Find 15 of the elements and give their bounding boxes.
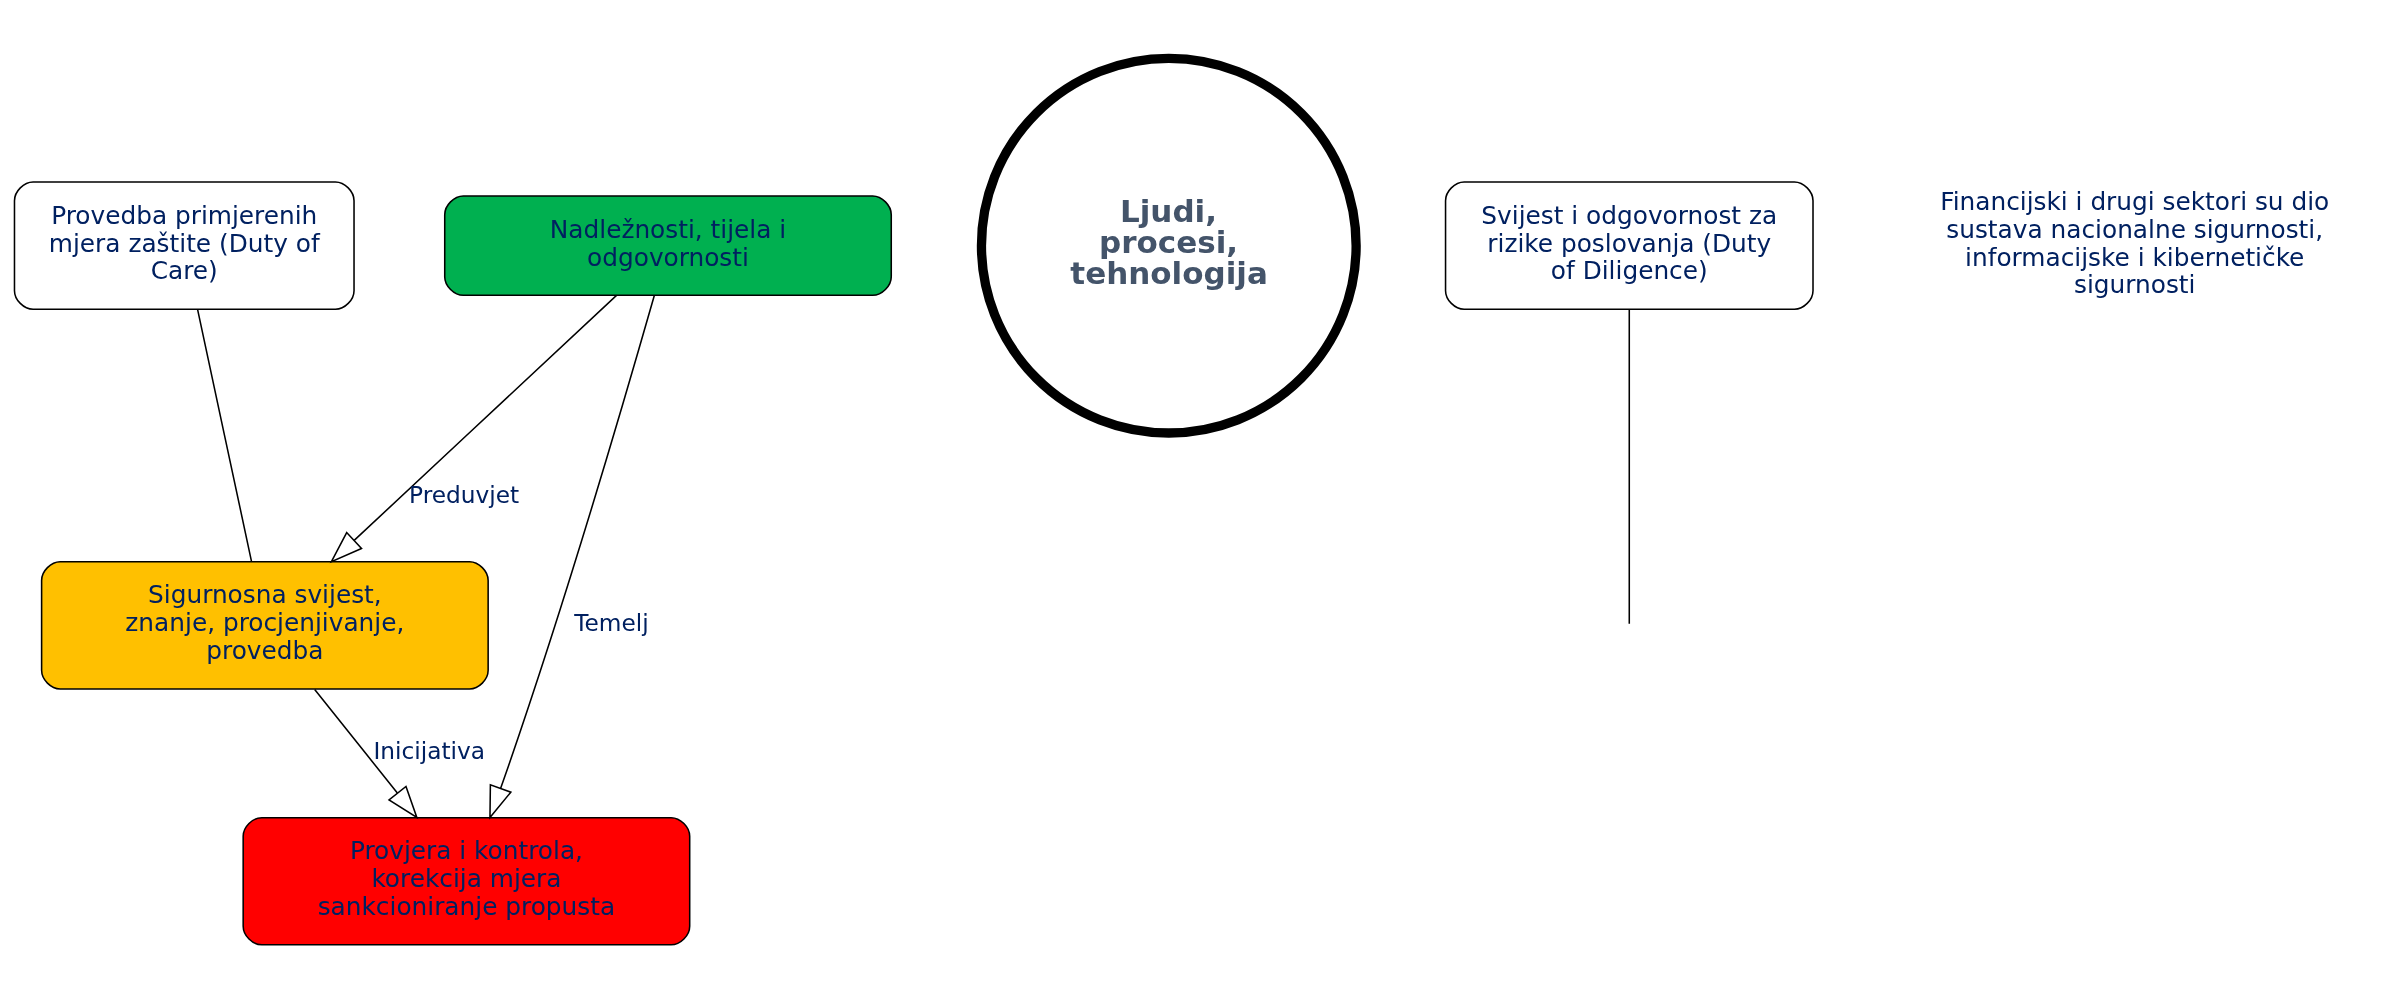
node-box: Provjera i kontrola, korekcija mjera sankcioniranje propusta [242,816,691,946]
arrow [313,688,419,820]
arrow [329,294,618,564]
node-box: Svijest i odgovornost za rizike poslovanja (Duty of Diligence) [1444,181,1814,310]
node-circle: Ljudi, procesi, tehnologija [976,53,1361,438]
node-box: Sigurnosna svijest, znanje, procjenjivanje, provedba [40,561,489,690]
node-box: Nadležnosti, tijela i odgovornosti [443,195,893,297]
edge-label: Temelj [574,608,649,636]
edge-label: Preduvjet [409,480,520,508]
connector [196,308,253,563]
edge-label: Inicijativa [373,736,486,764]
label: Financijski i drugi sektori su dio sustava nacionalne sigurnosti, informacijske i kibernetičke sigurnosti [1940,186,2330,300]
arrow [489,294,656,820]
connector [1628,308,1631,625]
node-box: Provedba primjerenih mjera zaštite (Duty of Care) [13,181,355,310]
